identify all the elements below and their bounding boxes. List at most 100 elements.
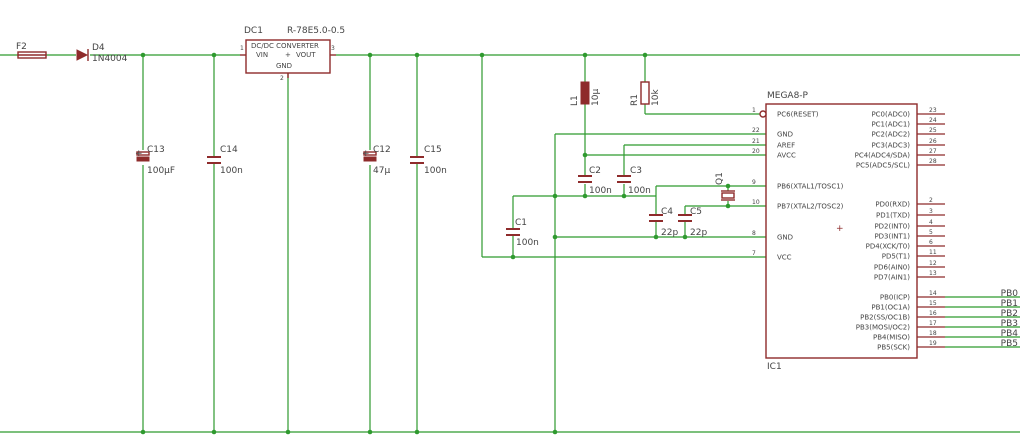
capacitor-c2: C2 100n (578, 166, 612, 196)
mcu-pin-number: 7 (752, 250, 756, 257)
mcu-pin-label: AREF (777, 142, 795, 150)
net-label: PB5 (1001, 339, 1018, 349)
net-label: PB2 (1001, 309, 1018, 319)
c12-name: C12 (373, 145, 391, 155)
regulator-title: DC/DC CONVERTER (251, 42, 319, 50)
capacitor-c4: C4 22p (649, 207, 678, 238)
regulator-vin: VIN (256, 51, 268, 59)
l1-name: L1 (570, 95, 580, 106)
mcu-pin-label: PD4(XCK/T0) (866, 243, 911, 251)
c13-name: C13 (147, 145, 165, 155)
c3-value: 100n (628, 186, 651, 196)
mcu-pin-label: PB0(ICP) (880, 294, 910, 302)
mcu-pin-label: PB4(MISO) (873, 334, 910, 342)
mcu-name: IC1 (767, 362, 782, 372)
c15-value: 100n (424, 166, 447, 176)
crystal-q1: Q1 (715, 172, 735, 201)
mcu-pin-number: 13 (929, 270, 937, 277)
mcu-pin-number: 6 (929, 239, 933, 246)
mcu-pin-number: 10 (752, 199, 760, 206)
c13-plus: + (135, 149, 143, 159)
mcu-pin-label: PC5(ADC5/SCL) (856, 162, 910, 170)
c5-value: 22p (690, 228, 707, 238)
r1-value: 10k (651, 89, 661, 106)
mcu-right-pins: 23PC0(ADC0)24PC1(ADC1)25PC2(ADC2)26PC3(A… (855, 107, 945, 352)
mcu-pin-label: PD2(INT0) (874, 223, 910, 231)
net-label: PB1 (1001, 299, 1018, 309)
c4-name: C4 (661, 207, 673, 217)
diode-name: D4 (92, 43, 105, 53)
mcu-pin-number: 3 (929, 208, 933, 215)
mcu-pin-number: 14 (929, 290, 937, 297)
regulator-plus: + (285, 51, 291, 59)
mcu-pin-number: 11 (929, 249, 937, 256)
c12-value: 47µ (373, 166, 390, 176)
mcu-pin-number: 23 (929, 107, 937, 114)
mcu-pin-label: VCC (777, 254, 792, 262)
mcu-pin-label: PD3(INT1) (874, 233, 910, 241)
mcu-pin-label: PD6(AIN0) (874, 264, 910, 272)
net-label: PB4 (1001, 329, 1019, 339)
mcu-pin-number: 5 (929, 229, 933, 236)
mcu-pin-number: 28 (929, 158, 937, 165)
mcu-pin-number: 20 (752, 148, 760, 155)
mcu-pin-number: 24 (929, 117, 937, 124)
regulator-pin1: 1 (240, 45, 244, 52)
mcu-pin-number: 19 (929, 340, 937, 347)
mcu-pin-number: 22 (752, 127, 760, 134)
c2-name: C2 (589, 166, 601, 176)
mcu-pin-label: PC0(ADC0) (871, 111, 910, 119)
capacitor-c13: + C13 100µF (135, 145, 175, 176)
mcu-pin-number: 12 (929, 260, 937, 267)
mcu-pin-label: PC3(ADC3) (871, 142, 910, 150)
c4-value: 22p (661, 228, 678, 238)
regulator-vout: VOUT (296, 51, 316, 59)
regulator-name: DC1 (244, 26, 263, 36)
r1-name: R1 (630, 94, 640, 106)
regulator-gnd: GND (276, 62, 292, 70)
mcu-pin-label: PC4(ADC4/SDA) (855, 152, 911, 160)
capacitor-c14: C14 100n (207, 145, 243, 176)
regulator-value: R-78E5.0-0.5 (287, 26, 345, 36)
net-label: PB0 (1001, 289, 1019, 299)
capacitor-c3: C3 100n (617, 166, 651, 196)
c15-name: C15 (424, 145, 442, 155)
mcu-pin-number: 27 (929, 148, 937, 155)
capacitor-c12: + C12 47µ (362, 145, 391, 176)
mcu-pin-label: PD0(RXD) (875, 201, 910, 209)
c2-value: 100n (589, 186, 612, 196)
wires (0, 54, 1020, 433)
c14-value: 100n (220, 166, 243, 176)
mcu-pin-label: PD7(AIN1) (874, 274, 910, 282)
regulator-dc1: DC1 R-78E5.0-0.5 DC/DC CONVERTER VIN + V… (240, 26, 345, 82)
mcu-pin-label: PC6(RESET) (777, 111, 819, 119)
l1-value: 10µ (591, 89, 601, 106)
mcu-pin-label: PB2(SS/OC1B) (860, 314, 910, 322)
mcu-pin-label: PB5(SCK) (877, 344, 910, 352)
c3-name: C3 (630, 166, 642, 176)
diode-value: 1N4004 (92, 54, 128, 64)
mcu-pin-number: 15 (929, 300, 937, 307)
mcu-pin-label: PB7(XTAL2/TOSC2) (777, 203, 844, 211)
capacitor-c15: C15 100n (410, 145, 447, 176)
mcu-pin-label: GND (777, 131, 793, 139)
mcu-pin-number: 8 (752, 230, 756, 237)
regulator-pin3: 3 (331, 45, 335, 52)
c14-name: C14 (220, 145, 238, 155)
mcu-pin-label: PB1(OC1A) (871, 304, 910, 312)
mcu-pin-number: 21 (752, 138, 760, 145)
fuse-name: F2 (16, 42, 27, 52)
mcu-pin-number: 18 (929, 330, 937, 337)
mcu-pin-label: GND (777, 234, 793, 242)
mcu-origin-mark: + (836, 224, 844, 234)
c12-plus: + (362, 149, 370, 159)
net-label: PB3 (1001, 319, 1018, 329)
regulator-pin2: 2 (280, 75, 284, 82)
capacitor-c5: C5 22p (678, 207, 707, 238)
inductor-l1: L1 10µ (570, 81, 601, 106)
junctions (140, 52, 731, 435)
mcu-pin-label: PC1(ADC1) (871, 121, 910, 129)
